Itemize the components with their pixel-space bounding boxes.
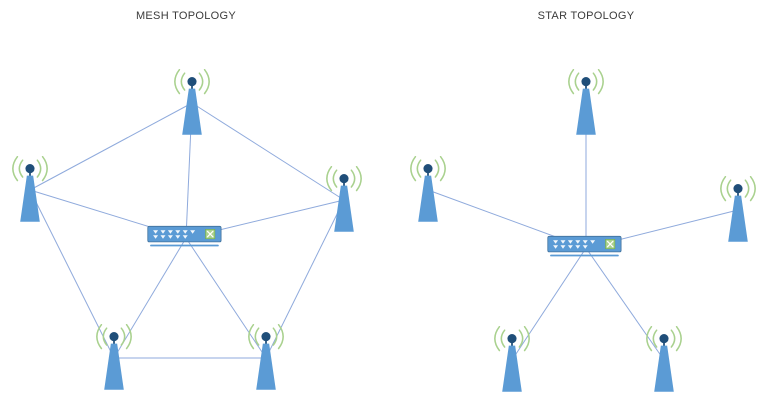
link-antenna-bottom-left-switch [511,247,587,361]
star-topology-title: STAR TOPOLOGY [537,10,635,22]
link-switch-antenna-bottom-left [113,237,187,359]
network-switch-icon [147,225,222,247]
antenna-left-icon [12,156,48,223]
antenna-left-icon [410,156,446,223]
antenna-top-icon [568,69,604,136]
antenna-top-icon [174,69,210,136]
star-topology-diagram [410,69,756,393]
link-antenna-top-antenna-left [29,102,193,191]
link-antenna-top-antenna-right [191,102,345,201]
link-antenna-left-antenna-bottom-left [29,189,115,359]
antenna-bottom-left-icon [494,326,530,393]
mesh-topology-diagram [12,69,362,391]
link-antenna-right-antenna-bottom-right [265,199,345,359]
network-switch-icon [547,235,622,257]
link-switch-antenna-bottom-right [185,237,267,359]
antenna-right-icon [720,176,756,243]
antenna-right-icon [326,166,362,233]
mesh-topology-title: MESH TOPOLOGY [135,10,237,22]
link-antenna-bottom-right-switch [585,247,665,361]
antenna-bottom-right-icon [646,326,682,393]
